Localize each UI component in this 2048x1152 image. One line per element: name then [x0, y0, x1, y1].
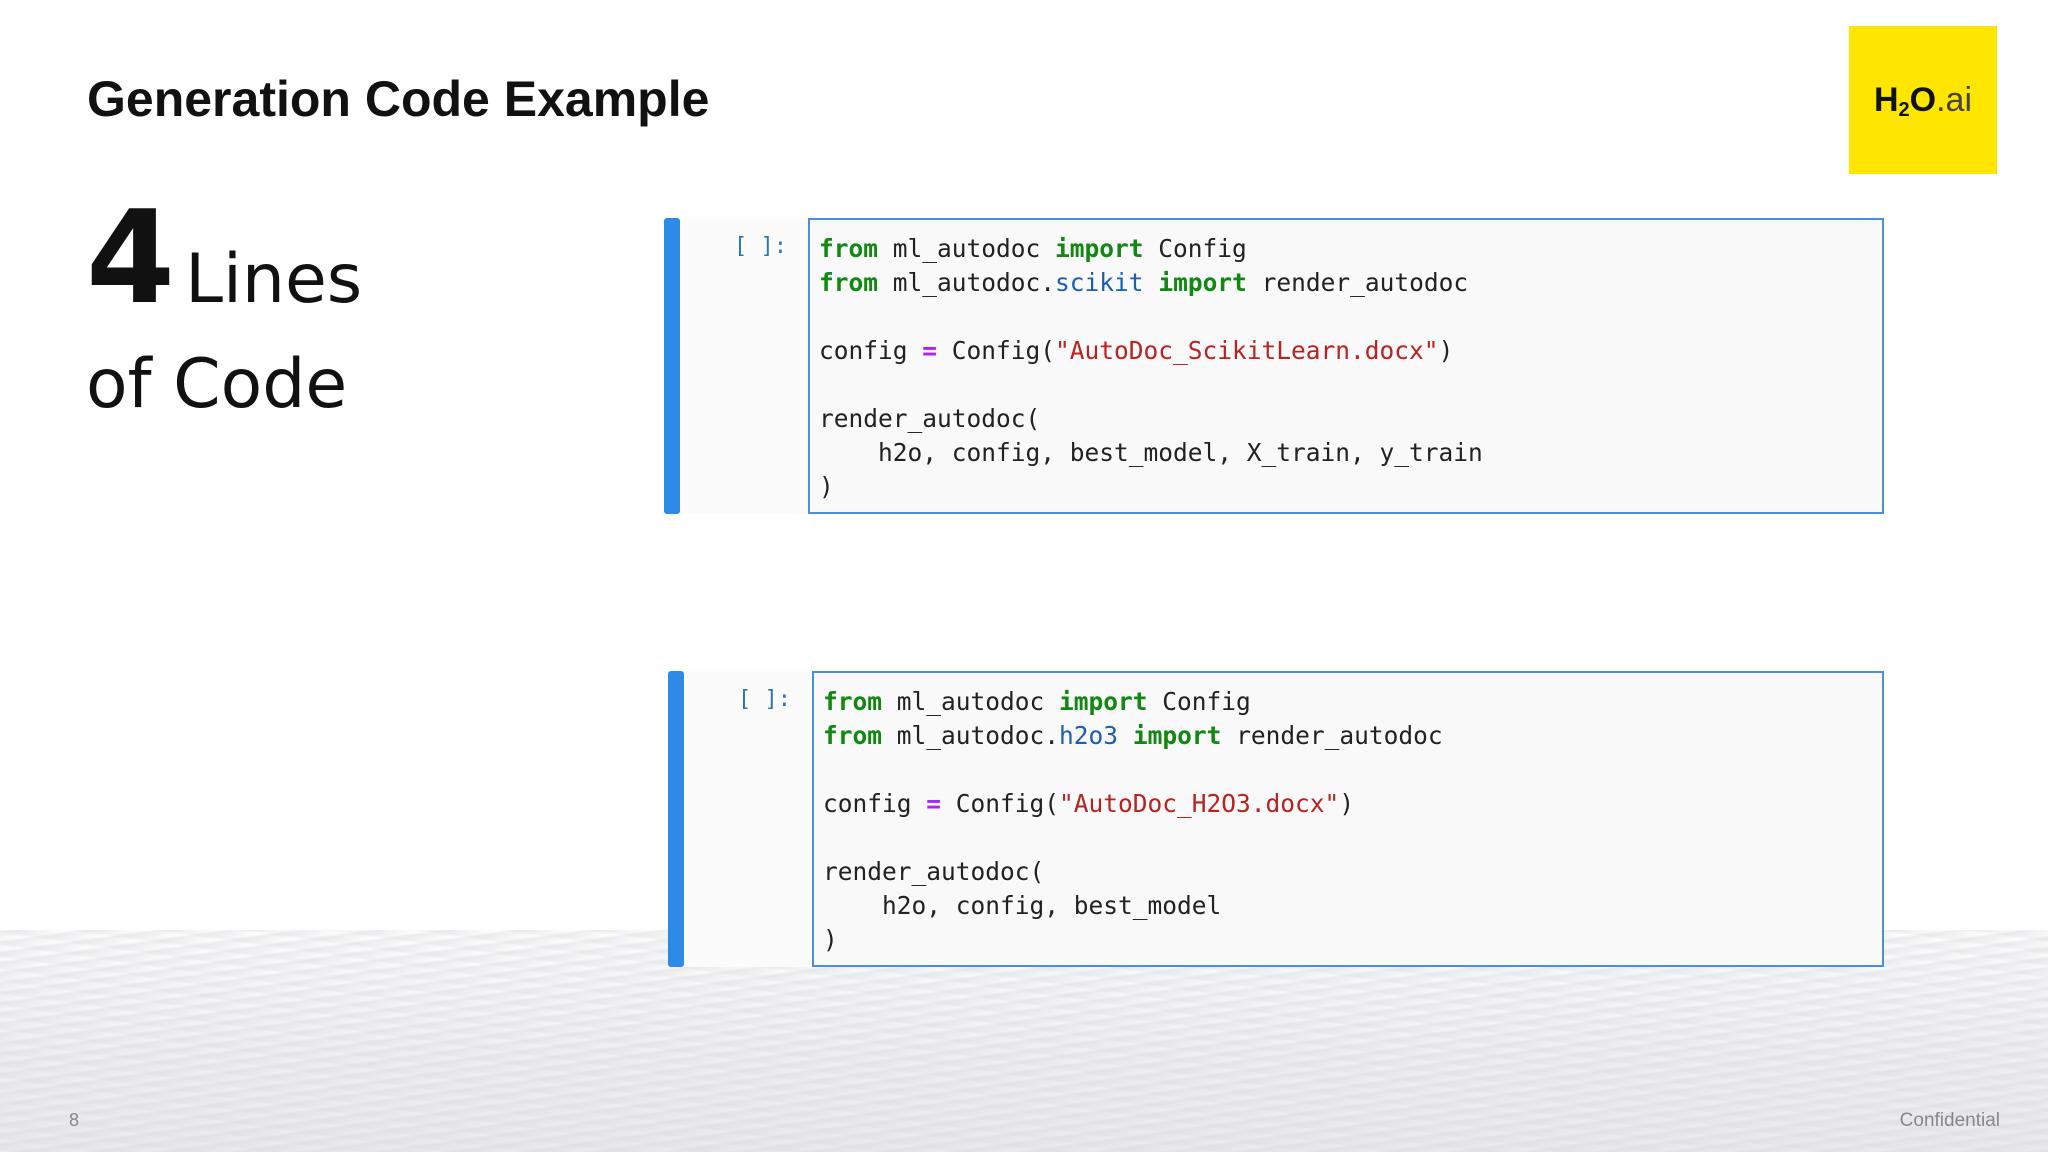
- code-cell-h2o3[interactable]: [ ]: from ml_autodoc import Config from …: [668, 671, 1884, 967]
- cell-selection-bar: [664, 218, 680, 514]
- code-text: from ml_autodoc import Config from ml_au…: [819, 234, 1483, 501]
- confidential-label: Confidential: [1899, 1110, 2000, 1131]
- code-editor[interactable]: from ml_autodoc import Config from ml_au…: [808, 218, 1884, 514]
- logo-o: O: [1909, 80, 1937, 119]
- code-editor[interactable]: from ml_autodoc import Config from ml_au…: [812, 671, 1884, 967]
- background-wave-pattern: [0, 930, 2048, 1152]
- code-text: from ml_autodoc import Config from ml_au…: [823, 687, 1443, 954]
- cell-prompt: [ ]:: [738, 687, 791, 712]
- page-number: 8: [69, 1110, 80, 1130]
- cell-selection-bar: [668, 671, 684, 967]
- slide-title: Generation Code Example: [87, 71, 710, 127]
- logo-subscript: 2: [1898, 98, 1910, 121]
- headline-word: Lines: [185, 240, 363, 319]
- logo-h: H: [1873, 80, 1899, 119]
- headline-line2: of Code: [86, 345, 348, 424]
- headline-number: 4: [86, 184, 176, 333]
- logo-ai: .ai: [1936, 80, 1973, 119]
- code-cell-scikit[interactable]: [ ]: from ml_autodoc import Config from …: [664, 218, 1884, 514]
- cell-prompt: [ ]:: [734, 234, 787, 259]
